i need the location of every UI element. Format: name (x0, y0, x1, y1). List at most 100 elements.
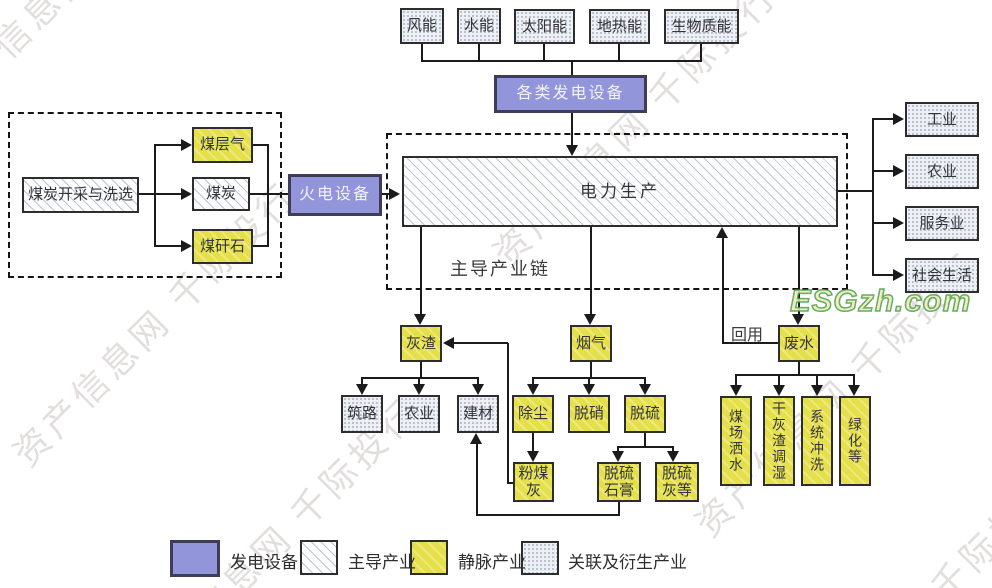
arrowhead (413, 384, 425, 395)
node-social-life: 社会生活 (905, 258, 979, 293)
connector (838, 190, 873, 192)
connector (267, 193, 289, 195)
node-water-energy: 水能 (457, 8, 501, 44)
connector (700, 44, 702, 61)
connector (532, 379, 534, 385)
connector (543, 44, 545, 61)
connector (532, 433, 534, 452)
node-ash-agriculture: 农业 (398, 395, 440, 433)
arrowhead (792, 314, 804, 325)
arrowhead (414, 314, 426, 325)
connector (253, 245, 268, 247)
connector (478, 44, 480, 61)
connector (722, 342, 779, 344)
legend-swatch-derived-industry (521, 541, 559, 575)
connector (872, 118, 874, 276)
arrowhead (470, 433, 482, 444)
connector (418, 379, 420, 385)
connector (735, 376, 737, 385)
node-denitrification: 脱硝 (568, 395, 610, 433)
connector (617, 446, 674, 448)
connector (154, 144, 156, 247)
legend-label-gen-equipment: 发电设备 (230, 553, 298, 572)
connector (588, 379, 590, 385)
connector (644, 433, 646, 447)
arrowhead (181, 188, 192, 200)
node-wastewater: 废水 (778, 325, 820, 362)
arrowhead (893, 269, 904, 281)
arrowhead (773, 385, 785, 396)
arrowhead (443, 337, 454, 349)
node-building-materials: 建材 (457, 395, 499, 433)
legend-swatch-gen-equipment (170, 540, 220, 577)
arrowhead (893, 217, 904, 229)
legend-label-venous-industry: 静脉产业 (458, 553, 526, 572)
node-thermal-equipment: 火电设备 (288, 174, 382, 216)
arrowhead (848, 385, 860, 396)
node-desulf-gypsum: 脱硫石膏 (597, 462, 641, 502)
node-greening: 绿化等 (839, 396, 871, 486)
reuse-label: 回用 (731, 327, 764, 344)
connector (361, 379, 363, 385)
connector (154, 144, 181, 146)
connector (382, 193, 390, 195)
arrowhead (472, 384, 484, 395)
node-coal-mining-washing: 煤炭开采与洗选 (22, 177, 139, 213)
node-power-production: 电力生产 (402, 156, 838, 227)
connector (644, 379, 646, 385)
coal-group-frame (8, 112, 282, 278)
connector (798, 227, 800, 315)
node-dust-removal: 除尘 (512, 395, 554, 433)
node-services: 服务业 (905, 206, 979, 241)
connector (421, 60, 702, 62)
arrowhead (181, 240, 192, 252)
connector (507, 343, 509, 484)
connector (618, 44, 620, 61)
arrowhead (811, 385, 823, 396)
connector (139, 193, 155, 195)
connector (571, 60, 573, 76)
node-coal: 煤炭 (192, 177, 250, 211)
legend-swatch-venous-industry (410, 540, 448, 575)
node-generation-equipment: 各类发电设备 (494, 75, 647, 113)
arrowhead (612, 451, 624, 462)
arrowhead (893, 165, 904, 177)
connector (816, 376, 818, 385)
node-system-flushing: 系统冲洗 (801, 396, 833, 486)
connector (872, 274, 894, 276)
node-dry-ash-humidifying: 干灰渣调湿 (763, 396, 795, 486)
arrowhead (667, 451, 679, 462)
node-industry: 工业 (905, 102, 979, 137)
connector (872, 222, 894, 224)
arrowhead (639, 384, 651, 395)
connector (672, 448, 674, 452)
arrowhead (730, 385, 742, 396)
main-chain-label: 主导产业链 (450, 259, 550, 279)
node-geothermal-energy: 地热能 (589, 9, 650, 44)
arrowhead (389, 188, 400, 200)
arrowhead (893, 113, 904, 125)
connector (532, 377, 646, 379)
arrowhead (527, 384, 539, 395)
node-biomass-energy: 生物质能 (664, 9, 739, 44)
connector (722, 237, 724, 344)
watermark-brand: 资产信息网 千际投行 (762, 458, 992, 588)
watermark-brand: 资产信息网 千际投行 (0, 0, 230, 126)
connector (361, 377, 479, 379)
connector (735, 374, 855, 376)
connector (253, 144, 268, 146)
connector (421, 44, 423, 61)
node-desulf-ash: 脱硫灰等 (655, 462, 699, 502)
node-agriculture: 农业 (905, 154, 979, 189)
main-chain-frame (386, 133, 848, 290)
connector (778, 376, 780, 385)
connector (798, 362, 800, 376)
arrowhead (583, 384, 595, 395)
connector (267, 144, 269, 247)
connector (571, 113, 573, 146)
node-flue-gas: 烟气 (570, 325, 612, 362)
connector (477, 514, 620, 516)
connector (618, 502, 620, 516)
connector (154, 193, 181, 195)
